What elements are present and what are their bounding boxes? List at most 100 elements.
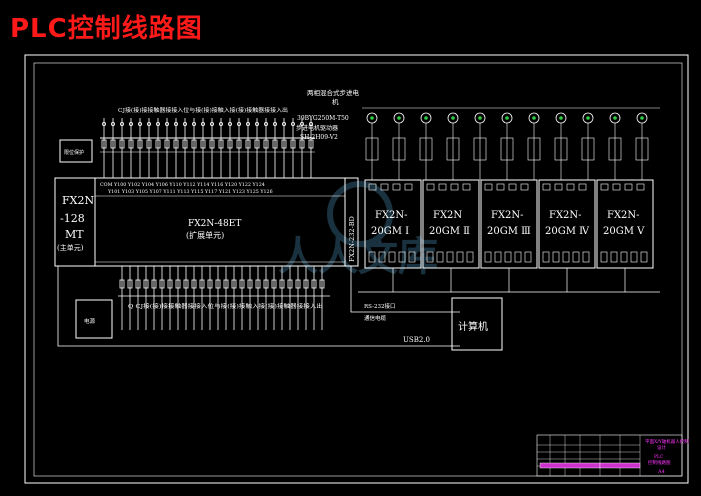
psu-box bbox=[75, 299, 113, 339]
top-contact-node bbox=[173, 122, 178, 127]
top-contact-node bbox=[281, 122, 286, 127]
top-contact bbox=[236, 139, 242, 149]
gm-terminal bbox=[404, 183, 413, 191]
gm-output bbox=[600, 251, 608, 263]
top-contact-node bbox=[146, 122, 151, 127]
driver-box bbox=[365, 137, 379, 161]
top-contact-node bbox=[272, 122, 277, 127]
gm-output bbox=[620, 251, 628, 263]
top-contact-node bbox=[209, 122, 214, 127]
computer-label: 计算机 bbox=[458, 320, 488, 333]
motor-status-dot bbox=[397, 116, 401, 120]
top-contact-node bbox=[128, 122, 133, 127]
bottom-contact bbox=[215, 279, 221, 289]
title-block-plc: PLC bbox=[654, 454, 664, 460]
gm-terminal bbox=[368, 183, 377, 191]
gm-module-line1: FX2N- bbox=[491, 210, 524, 221]
gm-output bbox=[408, 251, 416, 263]
svg-text:COM Y100 Y102 Y104 Y106 Y: COM Y100 Y102 Y104 Y106 Y110 Y112 Y114 Y… bbox=[100, 182, 265, 188]
gm-terminal bbox=[542, 183, 551, 191]
motor-status-dot bbox=[505, 116, 509, 120]
top-contact bbox=[101, 139, 107, 149]
top-contact-node bbox=[155, 122, 160, 127]
gm-output bbox=[484, 251, 492, 263]
top-contact-node bbox=[164, 122, 169, 127]
driver-box bbox=[446, 137, 460, 161]
motor-status-dot bbox=[451, 116, 455, 120]
top-contact-node bbox=[254, 122, 259, 127]
gm-output bbox=[426, 251, 434, 263]
gm-output bbox=[446, 251, 454, 263]
terminal-row-top: COM Y100 Y102 Y104 Y106 Y110 Y112 Y114 Y… bbox=[100, 182, 273, 195]
plc-ext-line2: (扩展单元) bbox=[186, 230, 224, 240]
top-contact bbox=[209, 139, 215, 149]
gm-terminal bbox=[380, 183, 389, 191]
bottom-contact bbox=[207, 279, 213, 289]
gm-terminal bbox=[450, 183, 459, 191]
bottom-contact bbox=[231, 279, 237, 289]
bottom-contact bbox=[183, 279, 189, 289]
top-contact-node bbox=[308, 122, 313, 127]
wire-left bbox=[57, 266, 460, 347]
gm-terminal bbox=[578, 183, 587, 191]
motor-status-dot bbox=[586, 116, 590, 120]
driver-box bbox=[608, 137, 622, 161]
top-contact-node bbox=[200, 122, 205, 127]
top-contact-node bbox=[182, 122, 187, 127]
gm-terminal bbox=[624, 183, 633, 191]
top-contact-node bbox=[263, 122, 268, 127]
gm-module-line1: FX2N- bbox=[549, 210, 582, 221]
bottom-contact bbox=[175, 279, 181, 289]
driver-box bbox=[554, 137, 568, 161]
top-contact bbox=[110, 139, 116, 149]
gm-terminal bbox=[496, 183, 505, 191]
gm-module-line1: FX2N- bbox=[375, 210, 408, 221]
motor-status-dot bbox=[370, 116, 374, 120]
top-contact-node bbox=[137, 122, 142, 127]
wire-rs232 bbox=[350, 266, 460, 313]
gm-output bbox=[368, 251, 376, 263]
bottom-contact bbox=[143, 279, 149, 289]
outer-frame bbox=[24, 54, 689, 484]
plc-main-line3: MT bbox=[65, 228, 84, 241]
gm-output bbox=[582, 251, 590, 263]
gm-output bbox=[562, 251, 570, 263]
stepper-motors bbox=[362, 107, 660, 180]
gm-output bbox=[504, 251, 512, 263]
title-block: 平面X/Y轴机器人控制 设计 PLC 控制线路图 A4 bbox=[536, 434, 689, 477]
top-contact bbox=[254, 139, 260, 149]
motor-status-dot bbox=[424, 116, 428, 120]
gm-terminal bbox=[612, 183, 621, 191]
gm-module-line2: 20GM Ⅳ bbox=[545, 226, 590, 237]
title-block-top: 平面X/Y轴机器人控制 bbox=[645, 438, 689, 445]
plc-main-line2: -128 bbox=[60, 212, 85, 225]
limit-box-label: 限位保护 bbox=[64, 149, 84, 156]
bottom-contact bbox=[135, 279, 141, 289]
gm-output bbox=[514, 251, 522, 263]
top-contact bbox=[272, 139, 278, 149]
gm-terminal bbox=[462, 183, 471, 191]
inner-frame bbox=[33, 62, 683, 477]
gm-output bbox=[398, 251, 406, 263]
top-contact-node bbox=[299, 122, 304, 127]
usb-label: USB2.0 bbox=[403, 336, 430, 344]
bottom-contact bbox=[191, 279, 197, 289]
top-contact bbox=[191, 139, 197, 149]
comm-module bbox=[344, 177, 359, 267]
top-contact bbox=[227, 139, 233, 149]
bottom-contact bbox=[223, 279, 229, 289]
plc-ext-line1: FX2N-48ET bbox=[188, 219, 241, 229]
gm-module-line1: FX2N bbox=[433, 210, 462, 221]
gm-terminal bbox=[392, 183, 401, 191]
bottom-contact bbox=[287, 279, 293, 289]
driver-label: 步进电机驱动器 bbox=[296, 124, 338, 132]
motor-status-dot bbox=[640, 116, 644, 120]
gm-output bbox=[630, 251, 638, 263]
bottom-contact bbox=[303, 279, 309, 289]
gm-terminal bbox=[438, 183, 447, 191]
gm-terminal bbox=[508, 183, 517, 191]
gm-module-frame bbox=[596, 179, 654, 269]
gm-output bbox=[542, 251, 550, 263]
gm-terminal bbox=[484, 183, 493, 191]
rs232-cable: 通信电缆 bbox=[364, 314, 387, 322]
